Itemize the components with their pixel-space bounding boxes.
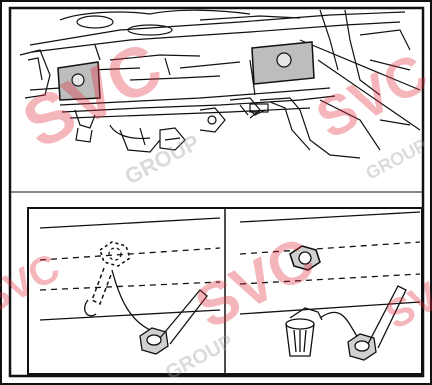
left-bolt-icon xyxy=(71,73,85,87)
detail-right xyxy=(239,211,421,361)
cup-icon xyxy=(285,318,315,357)
overview-illustration xyxy=(19,9,421,159)
right-bolt-icon xyxy=(276,52,292,68)
nut-installed-icon xyxy=(289,245,321,271)
overview-highlights xyxy=(57,41,315,101)
nut-dashed-icon xyxy=(99,241,131,267)
socket-nut-icon xyxy=(139,327,169,355)
detail-left xyxy=(39,217,221,355)
socket-nut-right-icon xyxy=(347,333,377,361)
